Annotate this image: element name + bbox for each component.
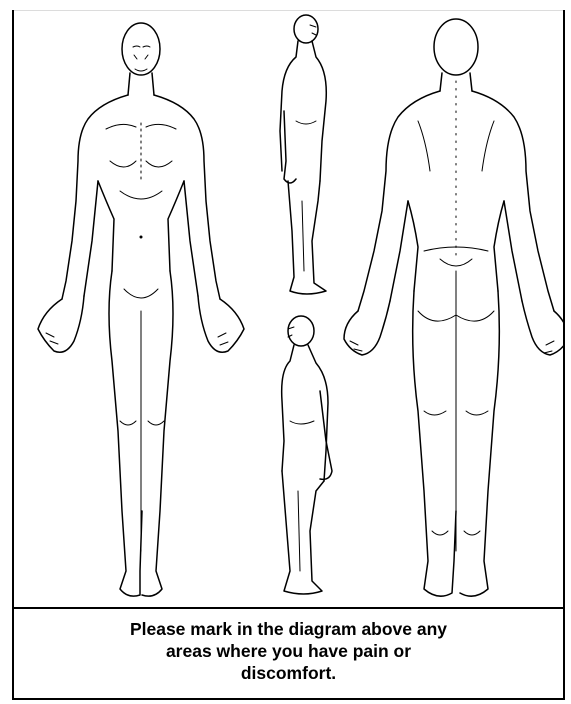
instruction-line-3: discomfort. — [241, 663, 336, 683]
instruction-line-2: areas where you have pain or — [166, 641, 411, 661]
instruction-line-1: Please mark in the diagram above any — [130, 619, 447, 639]
instruction-text: Please mark in the diagram above any are… — [14, 618, 563, 684]
side-body-figure-upper[interactable] — [280, 15, 326, 294]
body-diagram[interactable] — [14, 11, 563, 607]
front-body-figure[interactable] — [38, 23, 244, 596]
diagram-divider — [12, 607, 565, 609]
back-body-figure[interactable] — [344, 19, 563, 596]
side-body-figure-lower[interactable] — [282, 316, 332, 594]
